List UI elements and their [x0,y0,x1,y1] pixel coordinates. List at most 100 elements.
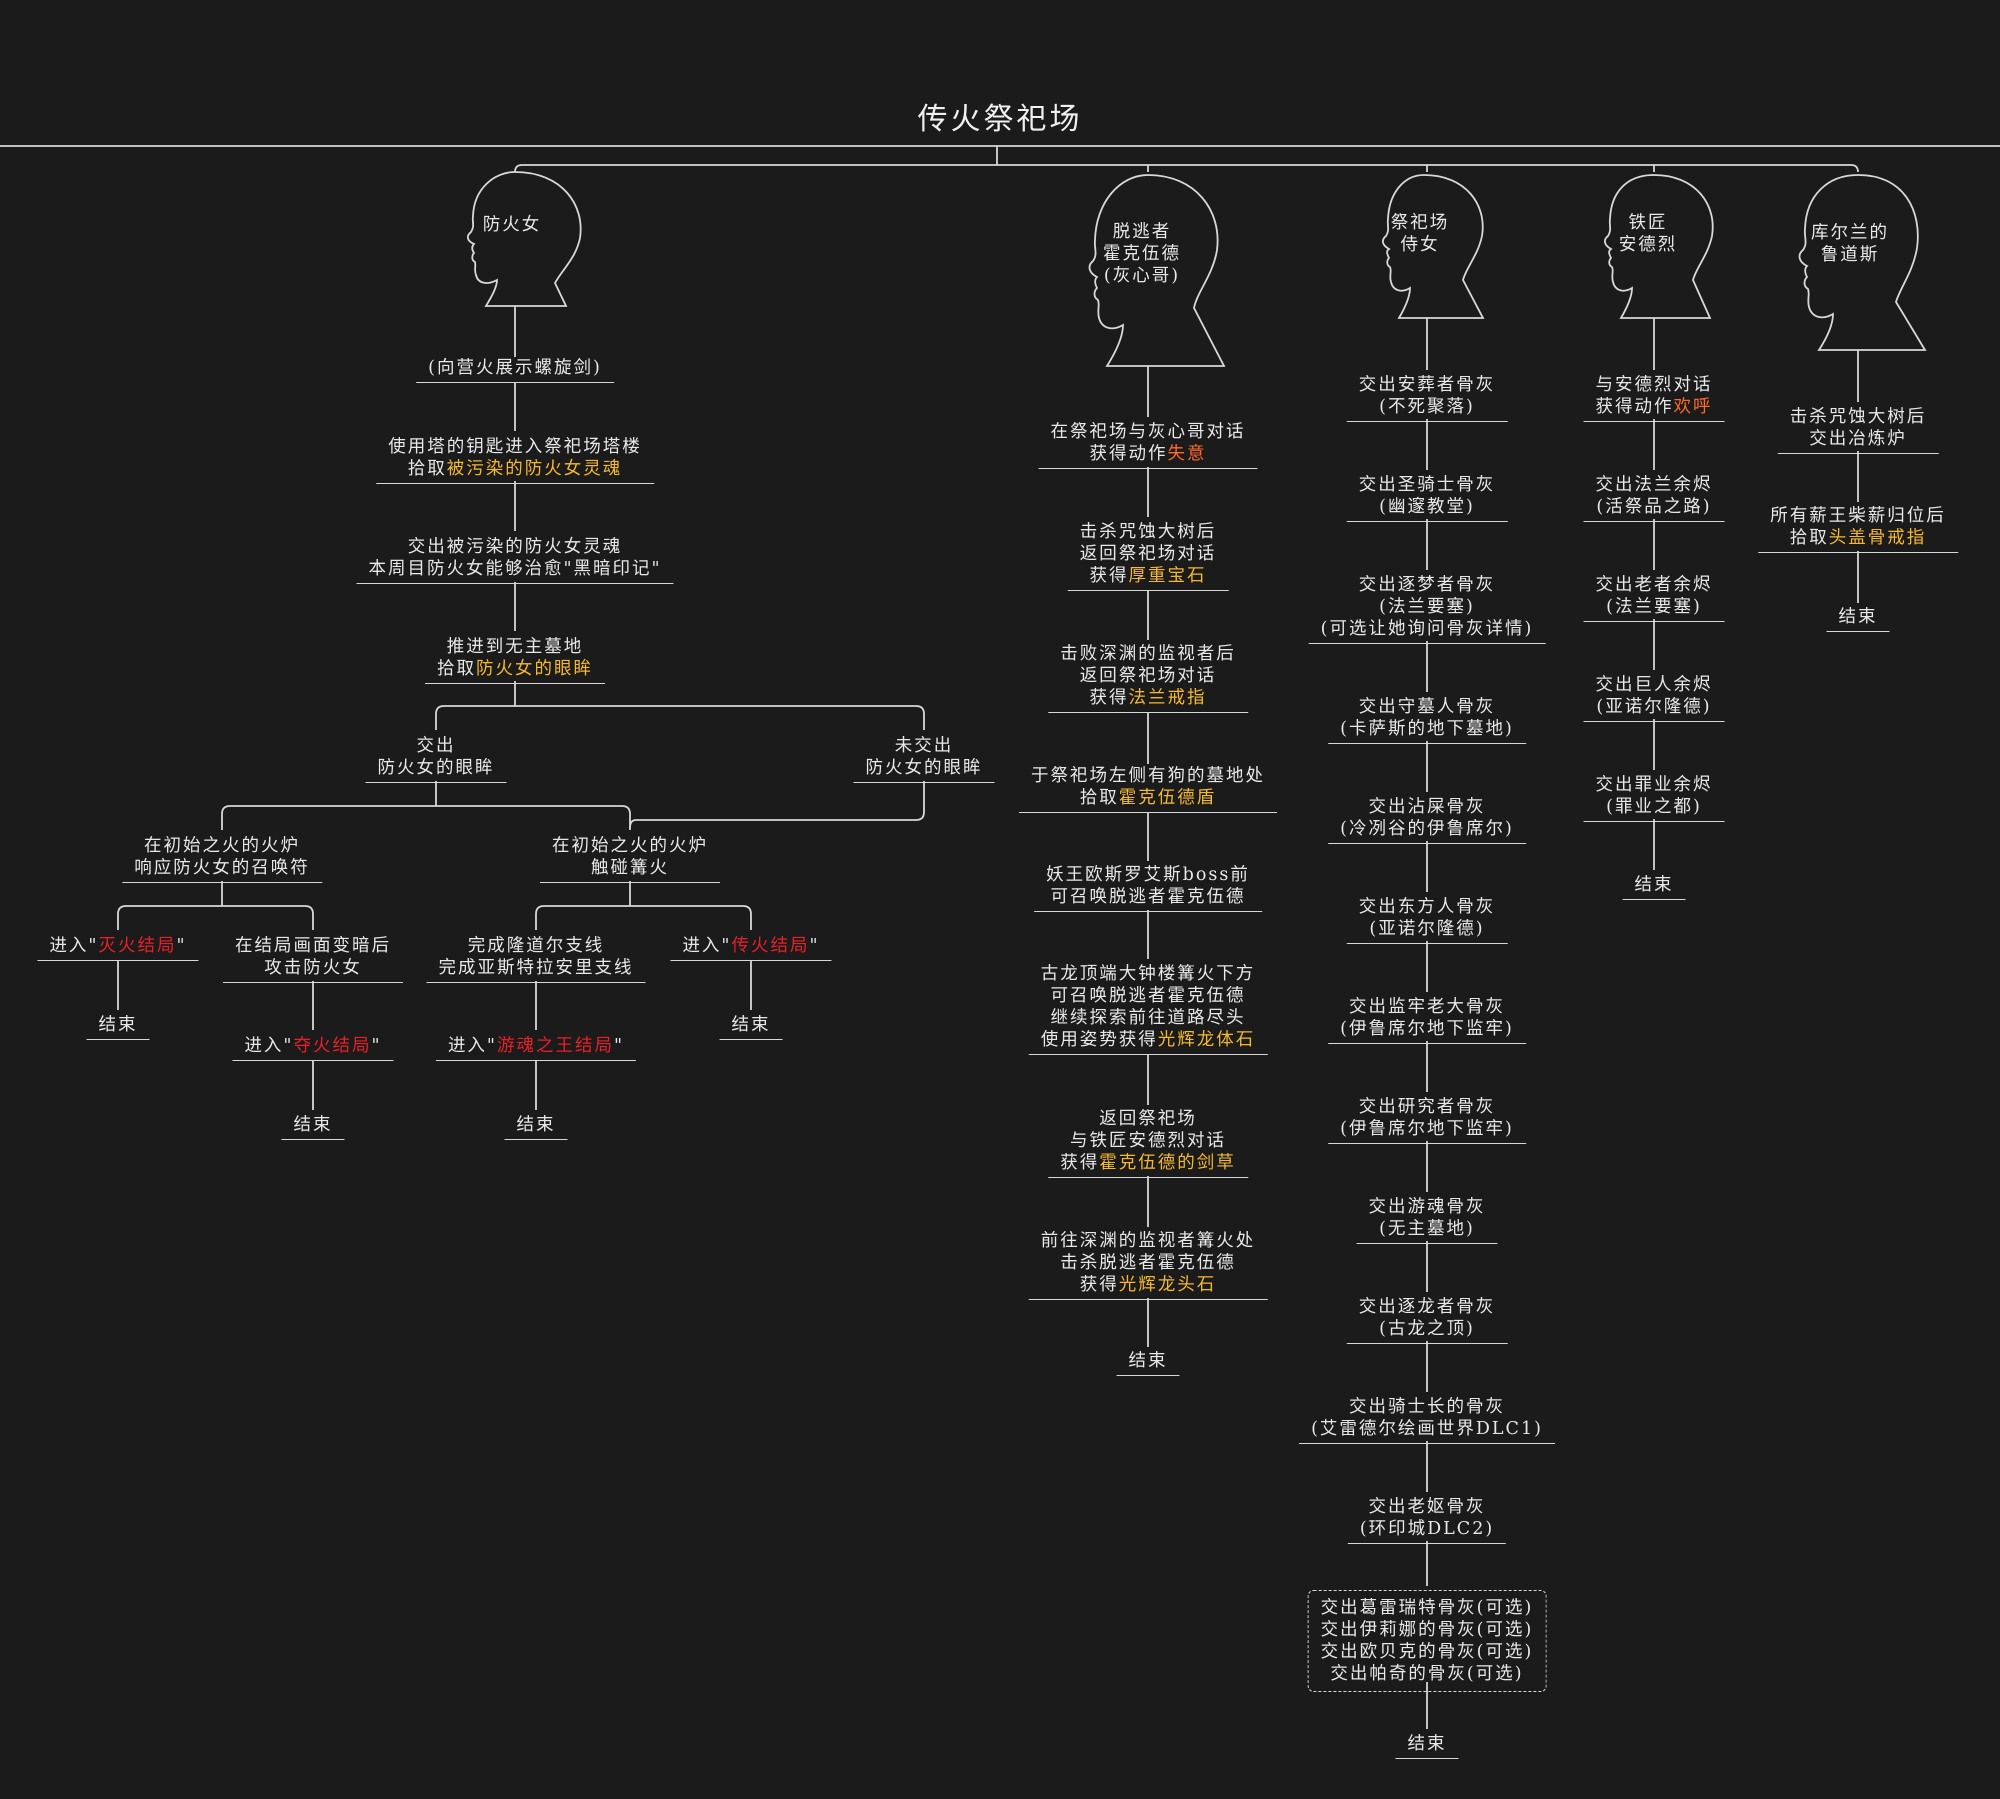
node-line: 使用塔的钥匙进入祭祀场塔楼 [388,437,642,457]
node-line: 交出老妪骨灰 [1368,1497,1486,1517]
node-line: 完成隆道尔支线 [467,936,605,956]
node-line: 防火女的眼眸 [865,758,983,778]
node-text: (向营火展示螺旋剑) [428,358,602,378]
node-line: 前往深渊的监视者篝火处 [1040,1231,1256,1251]
node-line: (古龙之顶) [1379,1319,1475,1339]
node-line: 击杀脱逃者霍克伍德 [1060,1253,1236,1273]
node-line: (不死聚落) [1379,397,1475,417]
node-line: (罪业之都) [1606,797,1702,817]
branch-attack-firekeeper: 在结局画面变暗后 攻击防火女 [223,935,403,983]
node-line: 交出东方人骨灰 [1358,897,1496,917]
item-highlight: 霍克伍德盾 [1118,788,1217,808]
smith-step: 交出罪业余烬(罪业之都) [1583,774,1725,822]
head-silhouette-ludleth [1798,174,1927,351]
head-label-line: 霍克伍德 [1103,244,1181,264]
node-line: 响应防火女的召唤符 [134,858,310,878]
node-text: " [614,1036,625,1056]
node-line: 获得动作欢呼 [1596,396,1713,418]
end-node: 结束 [504,1114,568,1140]
node-line: 击败深渊的监视者后 [1060,644,1236,664]
node-line: 交出监牢老大骨灰 [1349,997,1505,1017]
node-line: 妖王欧斯罗艾斯boss前 [1046,865,1250,885]
smith-step: 交出老者余烬(法兰要塞) [1583,574,1725,622]
branch-give-eyes: 交出 防火女的眼眸 [365,735,507,783]
head-label-line: 祭祀场 [1390,213,1450,233]
node-line: 交出冶炼炉 [1809,429,1907,449]
head-label-line: 鲁道斯 [1820,245,1880,265]
node-line: 返回祭祀场对话 [1079,544,1217,564]
node-line: (法兰要塞) [1379,597,1475,617]
maiden-step: 交出游魂骨灰(无主墓地) [1356,1196,1498,1244]
hawkwood-step-6: 古龙顶端大钟楼篝火下方 可召唤脱逃者霍克伍德 继续探索前往道路尽头 使用姿势获得… [1028,963,1268,1055]
end-text: 结束 [1407,1734,1447,1754]
node-line: 获得霍克伍德的剑草 [1060,1152,1236,1174]
maiden-step: 交出监牢老大骨灰(伊鲁席尔地下监牢) [1328,996,1526,1044]
node-line: 交出骑士长的骨灰 [1349,1397,1505,1417]
node-line: 所有薪王柴薪归位后 [1770,506,1946,526]
node-line: 交出老者余烬 [1595,575,1713,595]
head-label: 铁匠安德烈 [1619,212,1678,256]
maiden-step: 交出安葬者骨灰(不死聚落) [1346,374,1508,422]
node-line: 获得法兰戒指 [1060,687,1236,709]
hawkwood-step-1: 在祭祀场与灰心哥对话 获得动作失意 [1038,421,1258,469]
end-text: 结束 [293,1115,333,1135]
node-line: (活祭品之路) [1596,497,1712,517]
ending-link-fire: 进入"传火结局" [670,935,832,961]
end-node: 结束 [86,1014,150,1040]
node-line: 交出安葬者骨灰 [1358,375,1496,395]
end-text: 结束 [1838,607,1878,627]
hawkwood-step-3: 击败深渊的监视者后 返回祭祀场对话 获得法兰戒指 [1048,643,1248,713]
node-text: 使用姿势获得 [1040,1030,1158,1050]
node-text: " [176,936,187,956]
node-line: 获得厚重宝石 [1080,565,1217,587]
node-line: 击杀咒蚀大树后 [1079,522,1217,542]
page-title: 传火祭祀场 [917,102,1083,137]
node-line: 交出法兰余烬 [1595,475,1713,495]
node-line: 在结局画面变暗后 [235,936,391,956]
hawkwood-step-5: 妖王欧斯罗艾斯boss前 可召唤脱逃者霍克伍德 [1034,864,1262,912]
node-line: 与铁匠安德烈对话 [1070,1131,1226,1151]
firekeeper-tower-key: 使用塔的钥匙进入祭祀场塔楼 拾取被污染的防火女灵魂 [376,436,654,484]
node-line: 获得动作失意 [1051,443,1246,465]
item-highlight: 霍克伍德的剑草 [1099,1153,1236,1173]
node-text: " [809,936,820,956]
head-label: 库尔兰的鲁道斯 [1811,222,1889,266]
node-text: " [371,1036,382,1056]
ending-highlight: 游魂之王结局 [497,1036,614,1056]
maiden-step: 交出沾屎骨灰(冷冽谷的伊鲁席尔) [1328,796,1526,844]
end-node: 结束 [719,1014,783,1040]
ending-usurpation: 进入"夺火结局" [232,1035,394,1061]
end-text: 结束 [1634,875,1674,895]
node-line: 防火女的眼眸 [377,758,495,778]
node-line: 交出逐梦者骨灰 [1358,575,1496,595]
node-line: 交出葛雷瑞特骨灰(可选) [1320,1598,1534,1618]
head-label-line: 侍女 [1400,235,1440,255]
head-label: 脱逃者霍克伍德(灰心哥) [1103,221,1181,287]
node-line: 在初始之火的火炉 [552,836,708,856]
node-line: 与安德烈对话 [1595,375,1713,395]
maiden-step: 交出研究者骨灰(伊鲁席尔地下监牢) [1328,1096,1526,1144]
head-label-line: 库尔兰的 [1811,223,1889,243]
branch-respond-summon: 在初始之火的火炉 响应防火女的召唤符 [122,835,322,883]
ending-highlight: 灭火结局 [98,936,177,956]
node-text: 获得 [1089,688,1129,708]
node-line: (幽邃教堂) [1379,497,1475,517]
node-text: 进入" [682,936,732,956]
node-line: 交出帕奇的骨灰(可选) [1330,1664,1524,1684]
node-text: 拾取 [407,459,447,479]
node-text: 进入" [447,1036,497,1056]
node-line: 交出巨人余烬 [1595,675,1713,695]
node-line: 交出欧贝克的骨灰(可选) [1320,1642,1534,1662]
node-line: 交出罪业余烬 [1595,775,1713,795]
node-text: 获得 [1060,1153,1100,1173]
node-line: 使用姿势获得光辉龙体石 [1041,1029,1256,1051]
item-highlight: 头盖骨戒指 [1828,528,1927,548]
ending-lord-of-hollows: 进入"游魂之王结局" [435,1035,637,1061]
ludleth-step-2: 所有薪王柴薪归位后 拾取头盖骨戒指 [1758,505,1958,553]
firekeeper-untended-graves: 推进到无主墓地 拾取防火女的眼眸 [425,636,605,684]
hawkwood-step-7: 返回祭祀场 与铁匠安德烈对话 获得霍克伍德的剑草 [1048,1108,1248,1178]
maiden-step: 交出圣骑士骨灰(幽邃教堂) [1346,474,1508,522]
branch-touch-bonfire: 在初始之火的火炉 触碰篝火 [540,835,720,883]
item-highlight: 光辉龙体石 [1157,1030,1256,1050]
node-line: 在祭祀场与灰心哥对话 [1050,422,1246,442]
